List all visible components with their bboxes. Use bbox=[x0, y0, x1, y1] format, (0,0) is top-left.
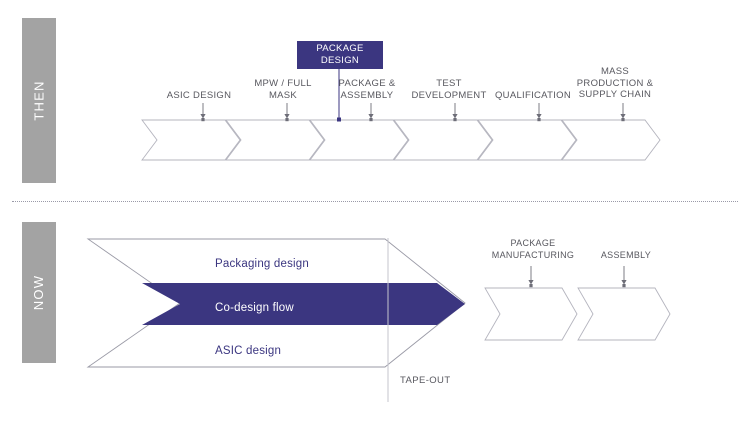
now-arrow-head-0 bbox=[528, 280, 534, 285]
then-arrow-group bbox=[200, 69, 626, 122]
then-arrow-marker-2 bbox=[369, 118, 373, 122]
then-arrow-head-1 bbox=[284, 114, 290, 119]
package-design-connector-marker bbox=[337, 117, 341, 122]
now-codesign-chevron-group bbox=[86, 238, 466, 368]
then-arrow-marker-4 bbox=[537, 118, 541, 122]
then-arrow-head-5 bbox=[620, 114, 626, 119]
then-chevron-5 bbox=[561, 119, 661, 161]
then-arrow-marker-3 bbox=[453, 118, 457, 122]
now-band-label-0: Packaging design bbox=[215, 258, 309, 270]
now-band-label-2: ASIC design bbox=[215, 345, 282, 357]
then-chevron-4 bbox=[477, 119, 577, 161]
then-arrow-head-4 bbox=[536, 114, 542, 119]
now-codesign-band bbox=[142, 283, 465, 325]
then-chevron-group bbox=[141, 119, 661, 161]
now-arrow-marker-0 bbox=[529, 284, 533, 288]
then-arrow-head-3 bbox=[452, 114, 458, 119]
now-arrow-group bbox=[528, 266, 627, 288]
section-divider bbox=[12, 201, 738, 202]
then-chevron-2 bbox=[309, 119, 409, 161]
then-chevron-1 bbox=[225, 119, 325, 161]
now-chevron-0 bbox=[484, 287, 578, 341]
now-arrow-marker-1 bbox=[622, 284, 626, 288]
then-chevron-3 bbox=[393, 119, 493, 161]
now-stage-label-1: ASSEMBLY bbox=[600, 250, 652, 260]
tape-out-label: TAPE-OUT bbox=[400, 375, 451, 386]
then-arrow-head-2 bbox=[368, 114, 374, 119]
section-tab-then: THEN bbox=[22, 18, 56, 183]
now-chevron-1 bbox=[577, 287, 671, 341]
now-arrow-head-1 bbox=[621, 280, 627, 285]
then-stage-label-2: PACKAGE &ASSEMBLY bbox=[338, 78, 396, 101]
now-band-label-1: Co-design flow bbox=[215, 302, 294, 314]
then-stage-label-4: QUALIFICATION bbox=[494, 90, 572, 101]
now-chevron-group bbox=[484, 287, 671, 341]
then-chevron-0 bbox=[141, 119, 241, 161]
then-stage-label-0: ASIC DESIGN bbox=[166, 90, 232, 101]
section-tab-now: NOW bbox=[22, 222, 56, 363]
then-arrow-head-0 bbox=[200, 114, 206, 119]
then-arrow-marker-1 bbox=[285, 118, 289, 122]
then-arrow-marker-5 bbox=[621, 118, 625, 122]
then-arrow-marker-0 bbox=[201, 118, 205, 122]
